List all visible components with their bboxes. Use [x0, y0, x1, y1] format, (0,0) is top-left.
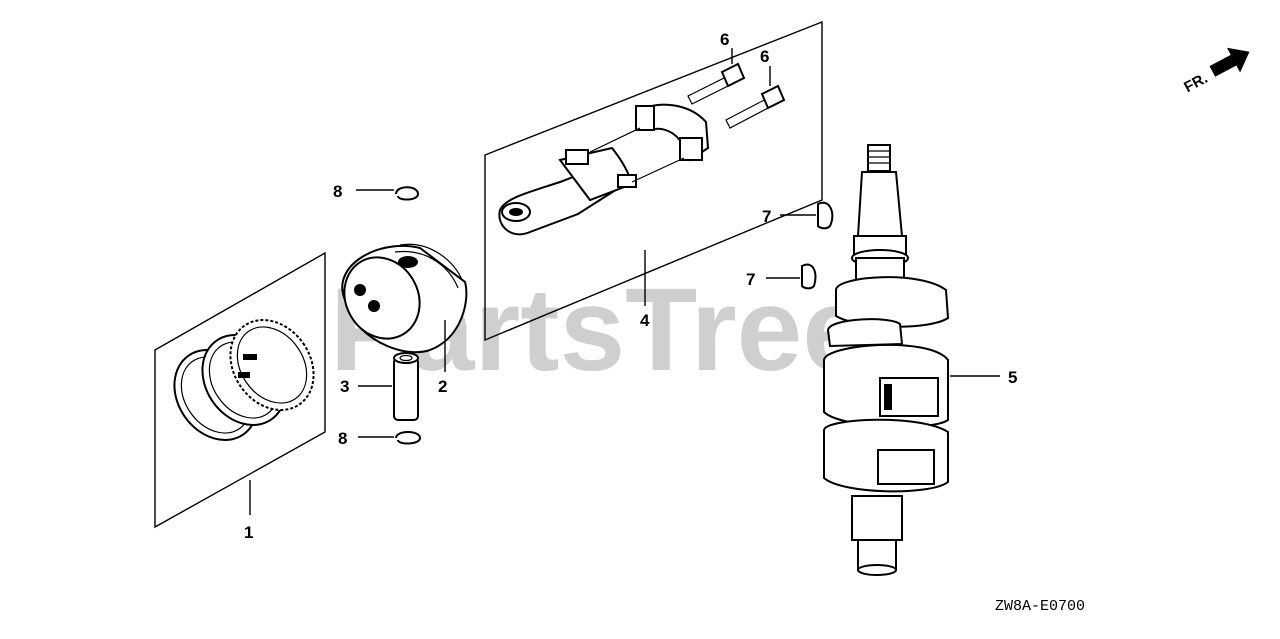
callout-pin-clip-top: 8	[333, 182, 342, 201]
pin-clip-bottom[interactable]	[358, 431, 422, 445]
rod-bolt-a[interactable]	[687, 48, 746, 105]
crankshaft[interactable]	[823, 144, 1000, 576]
callout-connecting-rod: 4	[640, 311, 650, 330]
rod-bolt-b[interactable]	[725, 66, 786, 129]
callout-rod-bolt-b: 6	[760, 47, 769, 66]
callout-woodruff-key-a: 7	[762, 207, 771, 226]
callout-piston-rings: 1	[244, 523, 253, 542]
front-direction-indicator: FR.	[1181, 47, 1250, 96]
callout-crankshaft: 5	[1008, 368, 1017, 387]
drawing-code: ZW8A-E0700	[995, 598, 1085, 615]
pin-clip-top[interactable]	[356, 186, 420, 201]
callout-piston: 2	[438, 377, 447, 396]
piston[interactable]	[330, 243, 468, 372]
callout-woodruff-key-b: 7	[746, 270, 755, 289]
piston-ring-set[interactable]	[154, 251, 331, 529]
callout-rod-bolt-a: 6	[720, 30, 729, 49]
arrow-right-icon	[1209, 47, 1250, 77]
callout-pin-clip-bottom: 8	[338, 429, 347, 448]
woodruff-key-b[interactable]	[766, 263, 817, 290]
callout-piston-pin: 3	[340, 377, 349, 396]
woodruff-key-a[interactable]	[780, 201, 834, 230]
piston-pin[interactable]	[358, 352, 419, 421]
front-label: FR.	[1181, 70, 1210, 96]
connecting-rod-assembly[interactable]	[484, 20, 823, 342]
